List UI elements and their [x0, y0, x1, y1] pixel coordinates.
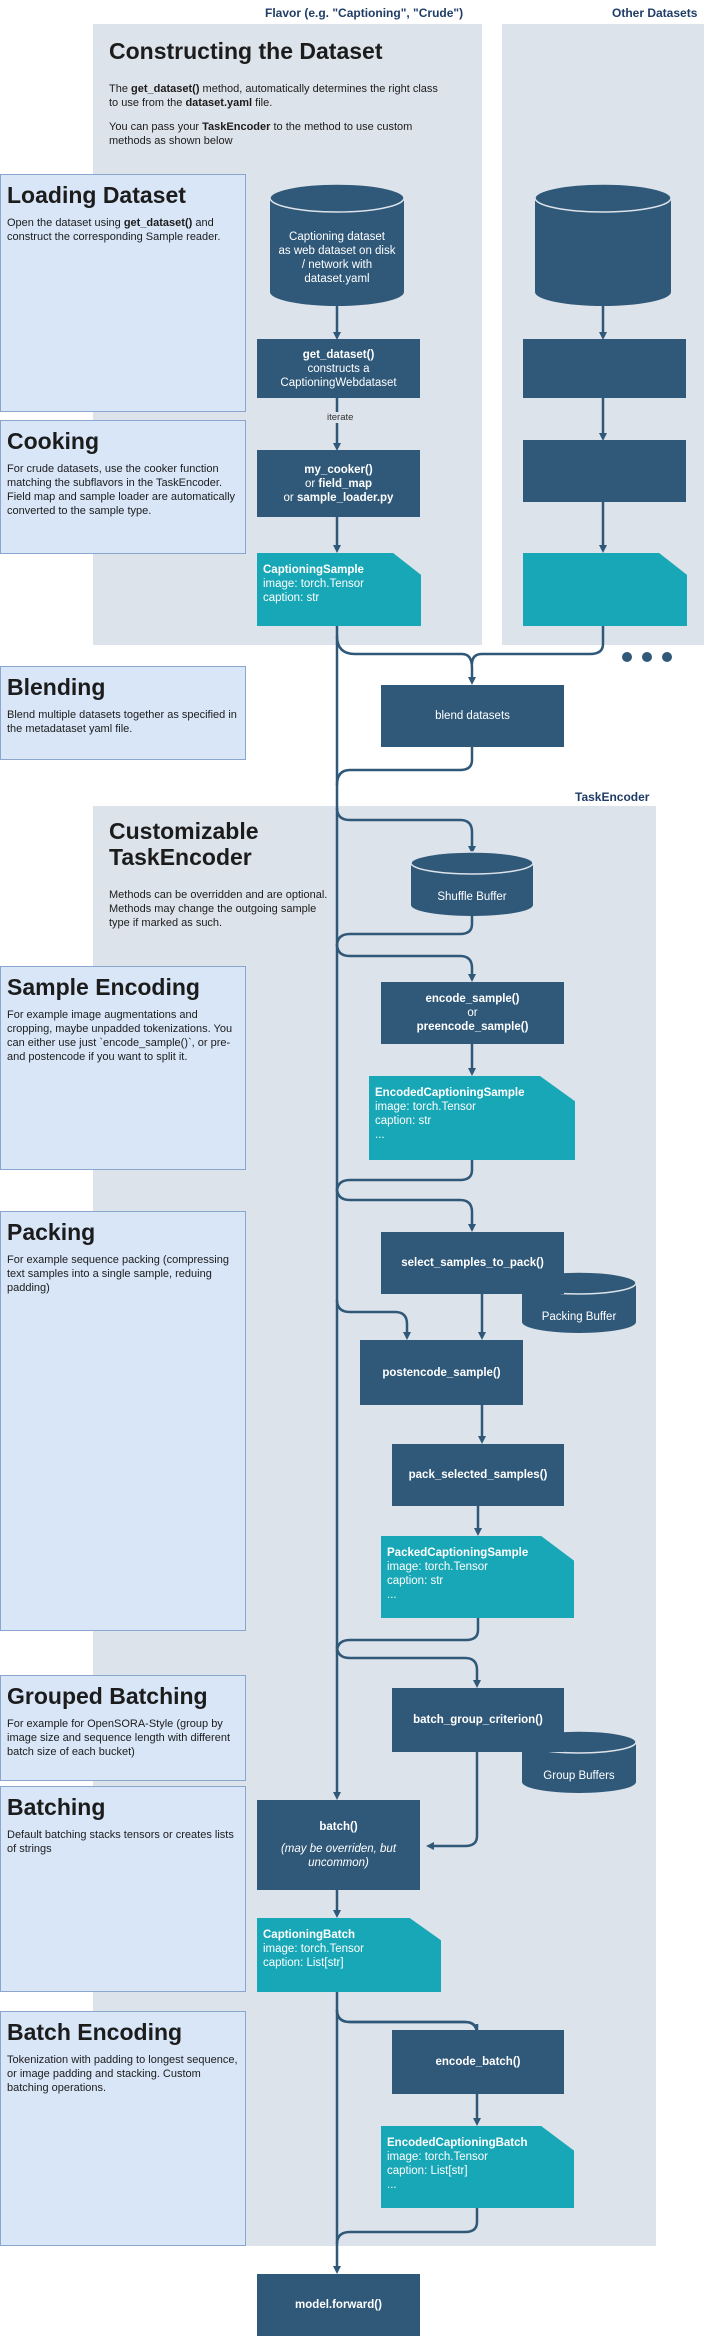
- captioning-dataset-cylinder: [269, 183, 405, 306]
- packing-buffer-label: Packing Buffer: [541, 1311, 617, 1323]
- edge-to-encode-sample: [335, 943, 476, 982]
- section-batch-encoding: Batch Encoding Tokenization with padding…: [0, 2011, 246, 2246]
- edge-packed-out: [335, 1618, 480, 1653]
- batch-group-criterion-node: batch_group_criterion(): [392, 1688, 564, 1752]
- edge-group-to-batch: [426, 1752, 479, 1850]
- postencode-sample-node: postencode_sample(): [360, 1340, 523, 1405]
- edge-to-encode-batch-b: [335, 2009, 481, 2038]
- edge-to-shuffle: [335, 807, 476, 854]
- edge-to-select: [335, 1187, 476, 1232]
- flavor-header: Flavor (e.g. "Captioning", "Crude"): [265, 6, 464, 20]
- group-buffers-label: Group Buffers: [543, 1770, 615, 1782]
- blend-datasets-node: blend datasets: [381, 685, 564, 747]
- section-sample-encoding: Sample Encoding For example image augmen…: [0, 966, 246, 1170]
- cooker-node: my_cooker() or field_map or sample_loade…: [257, 450, 420, 517]
- section-cooking: Cooking For crude datasets, use the cook…: [0, 420, 246, 554]
- construct-title: Constructing the Dataset: [109, 38, 383, 64]
- edge-shuffle-out: [335, 916, 474, 947]
- custom-taskencoder-description: Methods can be overridden and are option…: [109, 889, 328, 929]
- iterate-label: iterate: [325, 412, 356, 423]
- captioning-sample-node: CaptioningSample image: torch.Tensor cap…: [257, 553, 421, 626]
- edge-trunk-to-postencode: [335, 1299, 411, 1340]
- section-packing: Packing For example sequence packing (co…: [0, 1211, 246, 1631]
- edge-merge-other: [470, 626, 605, 665]
- section-blending: Blending Blend multiple datasets togethe…: [0, 666, 246, 760]
- shuffle-buffer-label: Shuffle Buffer: [437, 891, 507, 903]
- pack-selected-samples-node: pack_selected_samples(): [392, 1444, 564, 1506]
- other-dataset-sample: [523, 553, 687, 626]
- encode-sample-node: encode_sample() or preencode_sample(): [381, 982, 564, 1044]
- other-datasets-header: Other Datasets: [612, 6, 698, 20]
- edge-encoded-batch-out: [335, 2208, 479, 2245]
- get-dataset-node: get_dataset() constructs a CaptioningWeb…: [257, 339, 420, 398]
- select-samples-to-pack-node: select_samples_to_pack(): [381, 1232, 564, 1294]
- batch-node: batch() (may be overriden, but uncommon): [257, 1800, 420, 1890]
- captioning-batch-node: CaptioningBatch image: torch.Tensor capt…: [257, 1918, 441, 1992]
- encode-batch-node: encode_batch(): [392, 2030, 564, 2094]
- edge-blend-out: [335, 747, 474, 786]
- encoded-captioning-batch-node: EncodedCaptioningBatch image: torch.Tens…: [381, 2126, 574, 2208]
- more-datasets-dots: [622, 652, 672, 662]
- edge-merge-flavor: [335, 635, 476, 685]
- other-dataset-box-1: [523, 339, 686, 398]
- custom-taskencoder-title: Customizable TaskEncoder: [109, 818, 259, 871]
- construct-description: The get_dataset() method, automatically …: [109, 83, 438, 147]
- encoded-captioning-sample-node: EncodedCaptioningSample image: torch.Ten…: [369, 1076, 575, 1160]
- other-dataset-cylinder: [534, 183, 672, 306]
- section-batching: Batching Default batching stacks tensors…: [0, 1786, 246, 1992]
- shuffle-buffer-cylinder: [410, 851, 534, 916]
- edge-encoded-out: [335, 1160, 474, 1193]
- edge-to-batch-group: [335, 1645, 481, 1688]
- captioning-dataset-label: Captioning dataset as web dataset on dis…: [278, 231, 396, 285]
- section-loading-dataset: Loading Dataset Open the dataset using g…: [0, 174, 246, 412]
- other-dataset-box-2: [523, 440, 686, 502]
- model-forward-node: model.forward(): [257, 2274, 420, 2336]
- taskencoder-header: TaskEncoder: [575, 790, 650, 804]
- packed-captioning-sample-node: PackedCaptioningSample image: torch.Tens…: [381, 1536, 574, 1618]
- section-grouped-batching: Grouped Batching For example for OpenSOR…: [0, 1675, 246, 1781]
